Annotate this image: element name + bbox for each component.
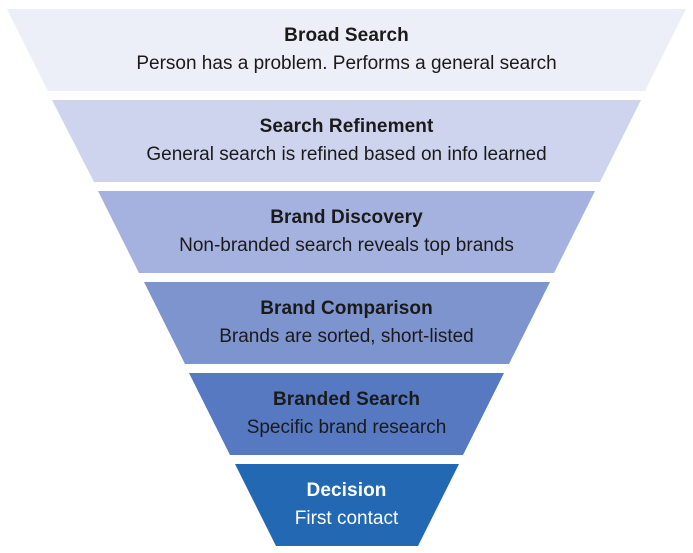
funnel-segment-brand-discovery: Brand Discovery Non-branded search revea… bbox=[98, 191, 595, 273]
segment-title: Branded Search bbox=[272, 388, 421, 410]
segment-subtitle: Brands are sorted, short-listed bbox=[219, 325, 474, 347]
funnel-segment-search-refinement: Search Refinement General search is refi… bbox=[52, 100, 641, 182]
segment-title: Brand Discovery bbox=[270, 206, 423, 228]
segment-subtitle: First contact bbox=[294, 507, 399, 529]
segment-title: Decision bbox=[306, 479, 387, 501]
segment-subtitle: Non-branded search reveals top brands bbox=[179, 234, 514, 256]
segment-title: Brand Comparison bbox=[260, 297, 433, 319]
segment-subtitle: General search is refined based on info … bbox=[146, 143, 547, 165]
funnel-segment-decision: Decision First contact bbox=[235, 464, 459, 546]
segment-title: Search Refinement bbox=[259, 115, 434, 137]
funnel-segment-branded-search: Branded Search Specific brand research bbox=[189, 373, 504, 455]
segment-title: Broad Search bbox=[284, 24, 409, 46]
segment-subtitle: Specific brand research bbox=[246, 416, 447, 438]
funnel-segment-brand-comparison: Brand Comparison Brands are sorted, shor… bbox=[144, 282, 550, 364]
segment-subtitle: Person has a problem. Performs a general… bbox=[136, 52, 557, 74]
funnel-segment-broad-search: Broad Search Person has a problem. Perfo… bbox=[7, 9, 686, 91]
